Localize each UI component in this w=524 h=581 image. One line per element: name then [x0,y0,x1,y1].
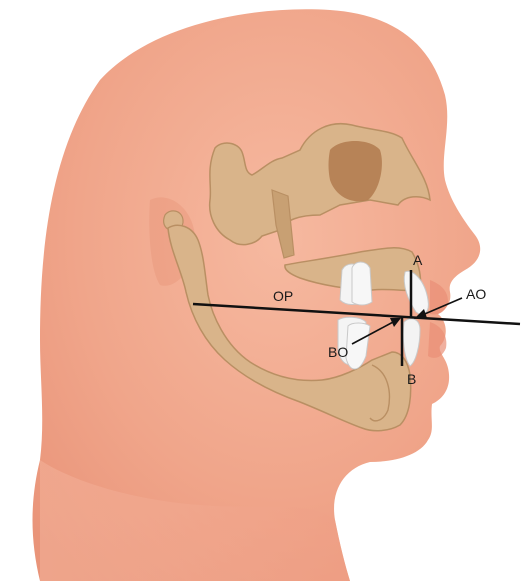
label-op: OP [273,288,293,304]
label-b: B [407,371,416,387]
label-ao: AO [466,286,486,302]
label-bo: BO [328,344,348,360]
label-a: A [413,252,423,268]
upper-molar-teeth [340,262,372,305]
